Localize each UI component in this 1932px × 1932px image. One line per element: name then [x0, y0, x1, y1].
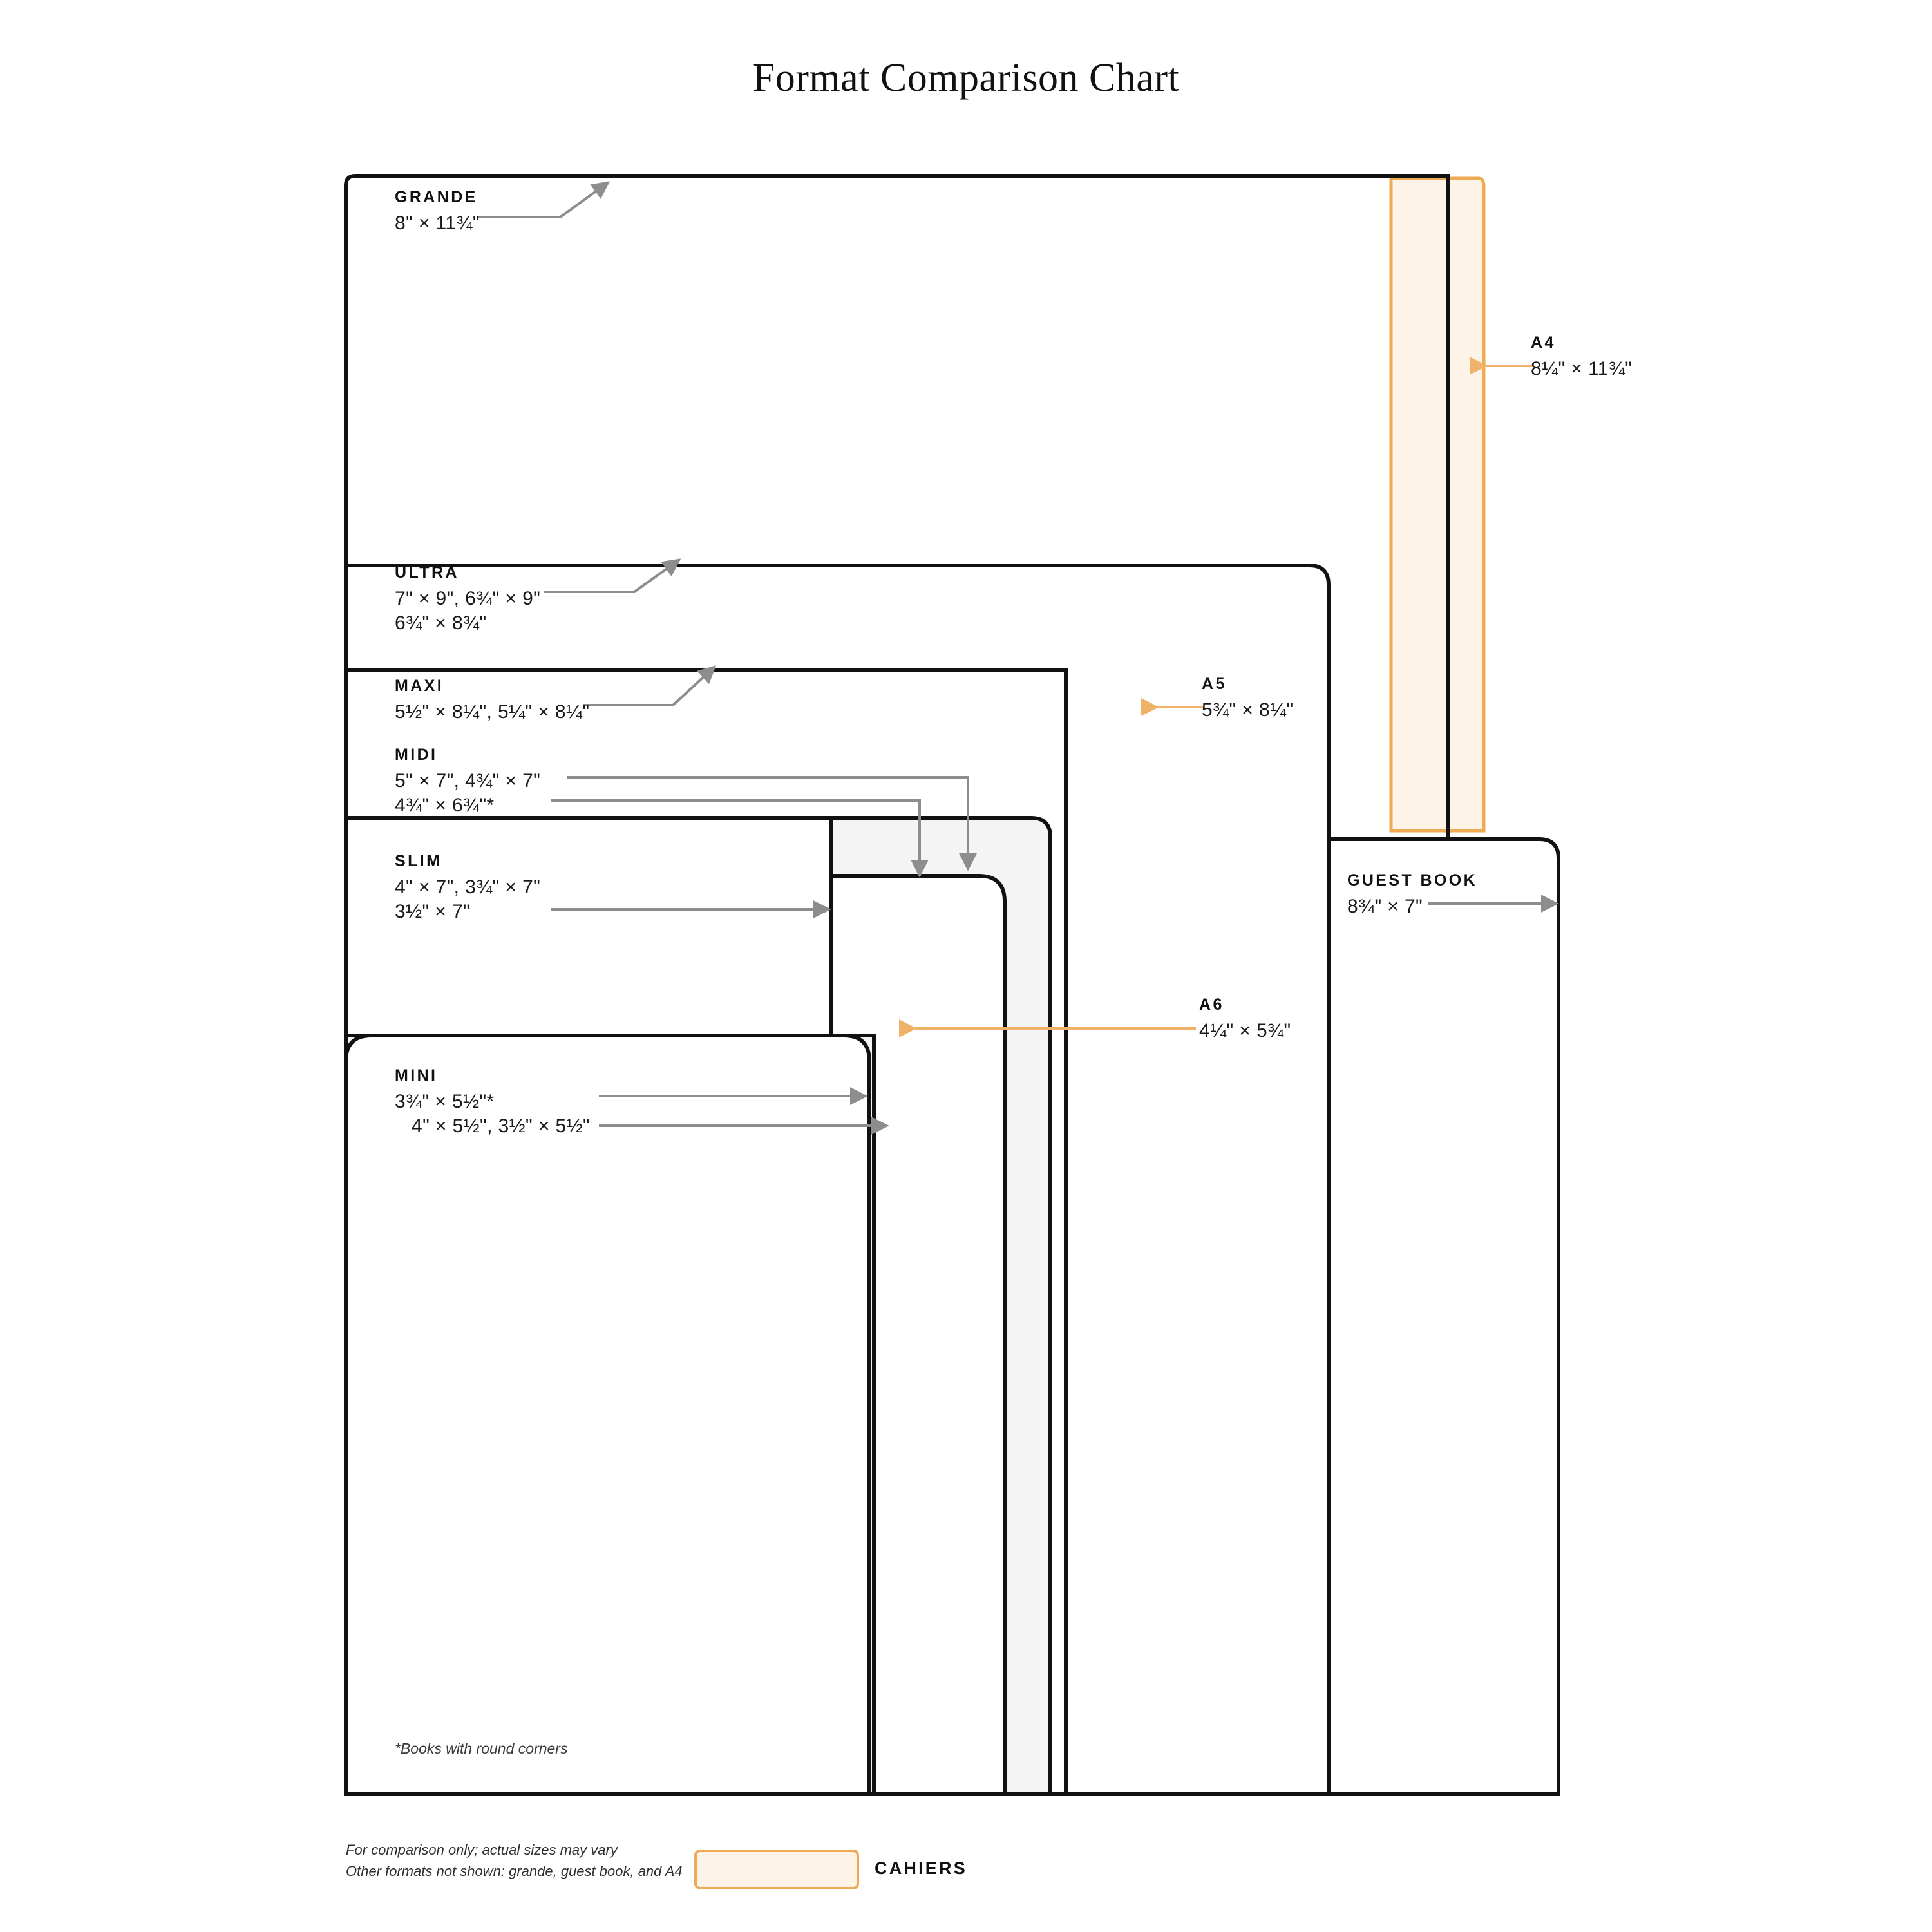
- label-midi: MIDI 5" × 7", 4¾" × 7" 4¾" × 6¾"*: [395, 747, 540, 819]
- round-corners-note: *Books with round corners: [395, 1740, 568, 1757]
- shape-cahier-a4: [1389, 176, 1486, 833]
- format-dim-ultra-1: 7" × 9", 6¾" × 9": [395, 588, 541, 609]
- cahiers-legend-swatch: [694, 1850, 859, 1889]
- format-dim-grande-1: 8" × 11¾": [395, 213, 480, 234]
- connector-midi-1: [567, 776, 977, 871]
- cahiers-legend-label: CAHIERS: [875, 1859, 967, 1878]
- shape-book-mini: [344, 1034, 871, 1796]
- format-dim-a6-1: 4¼" × 5¾": [1199, 1020, 1291, 1041]
- label-guestbook: GUEST BOOK 8¾" × 7": [1347, 873, 1477, 919]
- format-dim-a5-1: 5¾" × 8¼": [1202, 699, 1294, 721]
- format-dim-slim-1: 4" × 7", 3¾" × 7": [395, 876, 541, 898]
- format-dim-mini-2: 4" × 5½", 3½" × 5½": [412, 1115, 591, 1137]
- format-dim-a4-1: 8¼" × 11¾": [1531, 358, 1633, 379]
- footer-note-line1: For comparison only; actual sizes may va…: [346, 1842, 618, 1858]
- format-name-mini: MINI: [395, 1066, 438, 1084]
- format-name-guestbook: GUEST BOOK: [1347, 871, 1478, 889]
- format-name-a5: A5: [1202, 675, 1227, 693]
- label-slim: SLIM 4" × 7", 3¾" × 7" 3½" × 7": [395, 853, 540, 925]
- format-name-a4: A4: [1531, 334, 1556, 352]
- shape-book-guestbook: [1327, 837, 1560, 1796]
- format-name-maxi: MAXI: [395, 677, 444, 695]
- connector-maxi: [583, 665, 717, 706]
- format-name-slim: SLIM: [395, 852, 442, 870]
- format-name-a6: A6: [1199, 996, 1224, 1014]
- footer-note: For comparison only; actual sizes may va…: [346, 1840, 683, 1882]
- connector-midi-2: [551, 799, 929, 878]
- label-grande: GRANDE 8" × 11¾": [395, 189, 480, 236]
- label-a5: A5 5¾" × 8¼": [1202, 676, 1294, 723]
- label-a6: A6 4¼" × 5¾": [1199, 997, 1291, 1043]
- label-maxi: MAXI 5½" × 8¼", 5¼" × 8¼": [395, 678, 589, 724]
- format-dim-midi-2: 4¾" × 6¾"*: [395, 795, 495, 817]
- format-dim-mini-1: 3¾" × 5½"*: [395, 1091, 495, 1112]
- format-dim-ultra-2: 6¾" × 8¾": [395, 612, 487, 634]
- page-title: Format Comparison Chart: [752, 56, 1180, 100]
- format-name-grande: GRANDE: [395, 188, 478, 206]
- format-dim-maxi-1: 5½" × 8¼", 5¼" × 8¼": [395, 701, 590, 723]
- format-dim-slim-2: 3½" × 7": [395, 901, 471, 923]
- connector-grande: [477, 181, 611, 218]
- format-dim-guestbook-1: 8¾" × 7": [1347, 896, 1423, 917]
- label-a4: A4 8¼" × 11¾": [1531, 335, 1632, 381]
- format-name-midi: MIDI: [395, 746, 438, 764]
- format-dim-midi-1: 5" × 7", 4¾" × 7": [395, 770, 541, 791]
- footer-note-line2: Other formats not shown: grande, guest b…: [346, 1862, 683, 1879]
- connector-ultra: [544, 558, 681, 593]
- label-mini: MINI 3¾" × 5½"* 4" × 5½", 3½" × 5½": [395, 1068, 590, 1139]
- label-ultra: ULTRA 7" × 9", 6¾" × 9" 6¾" × 8¾": [395, 565, 540, 636]
- format-name-ultra: ULTRA: [395, 564, 459, 582]
